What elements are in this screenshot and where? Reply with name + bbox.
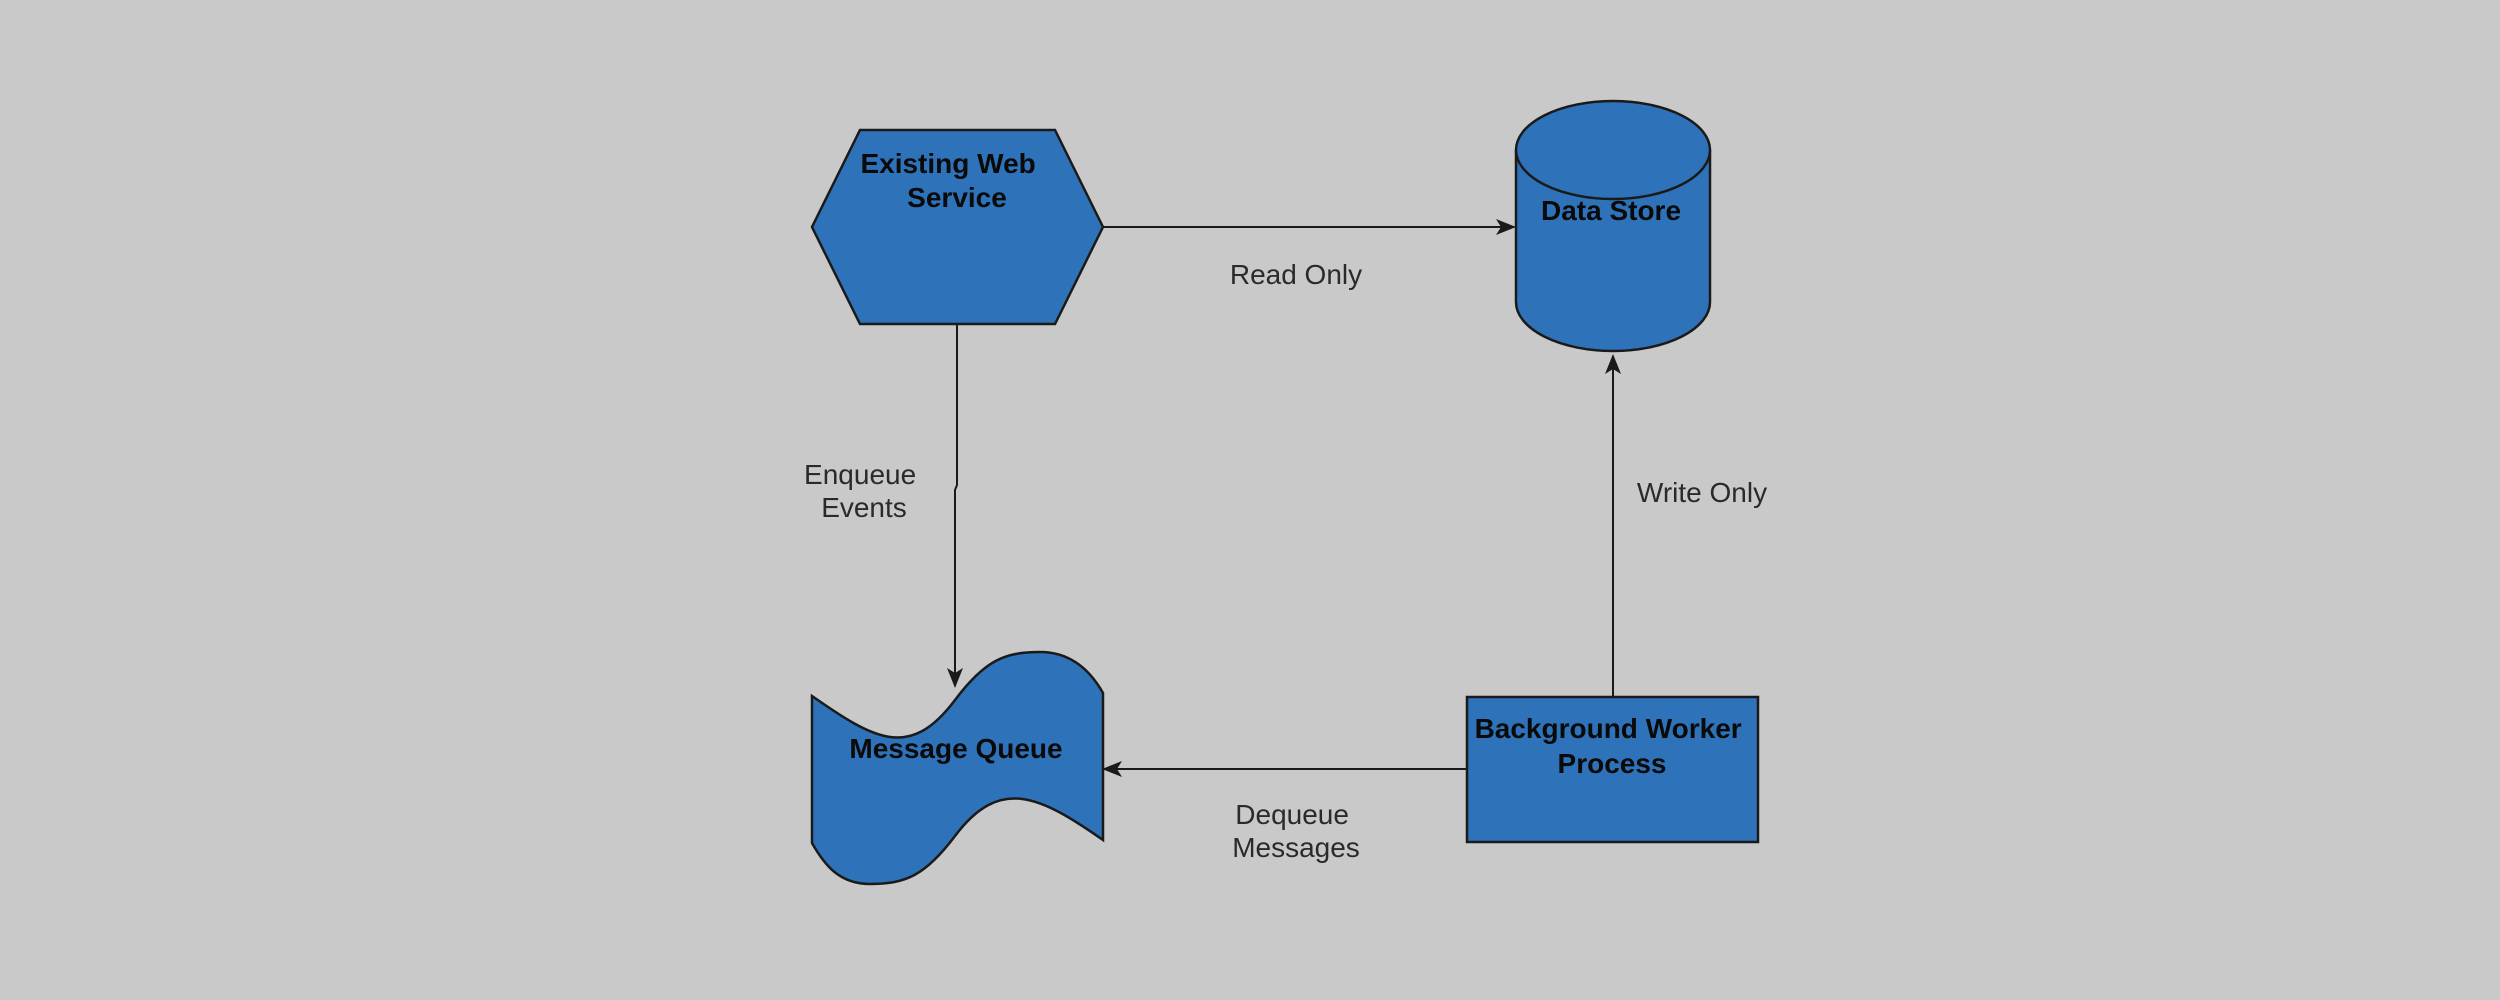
edge-dequeue-messages: Dequeue Messages: [1102, 761, 1467, 863]
node-worker-label-line2: Process: [1558, 748, 1667, 779]
svg-text:Dequeue Messages: Dequeue Messages: [1232, 799, 1360, 863]
cylinder-body-shape: [1514, 150, 1712, 353]
edge-enqueue-events: Enqueue Events: [804, 325, 963, 688]
svg-text:Message Queue: Message Queue: [849, 733, 1062, 764]
node-background-worker[interactable]: Background Worker Process: [1465, 695, 1760, 844]
edge-enqueue-label-line2: Events: [821, 492, 907, 523]
node-worker-label-line1: Background Worker: [1475, 713, 1742, 744]
svg-text:Enqueue Events: Enqueue Events: [804, 459, 924, 523]
node-web-service-label-line1: Existing Web: [860, 148, 1035, 179]
svg-text:Data Store: Data Store: [1541, 195, 1681, 226]
svg-text:Existing Web Service: Existing Web Service: [860, 148, 1043, 213]
rectangle-shape: [1465, 695, 1760, 844]
node-message-queue[interactable]: Message Queue: [810, 650, 1105, 886]
edge-write-only: Write Only: [1605, 354, 1767, 696]
hexagon-shape: [810, 128, 1105, 326]
node-message-queue-label: Message Queue: [849, 733, 1062, 764]
edge-dequeue-label-line1: Dequeue: [1235, 799, 1349, 830]
edge-read-only-label: Read Only: [1230, 259, 1362, 290]
edge-dequeue-label-line2: Messages: [1232, 832, 1360, 863]
svg-text:Background Worker Proces: Background Worker Process: [1475, 713, 1750, 779]
node-data-store[interactable]: Data Store: [1514, 99, 1712, 353]
tape-shape: [810, 650, 1105, 886]
svg-text:Write Only: Write Only: [1637, 477, 1767, 508]
edge-write-only-label: Write Only: [1637, 477, 1767, 508]
node-data-store-label: Data Store: [1541, 195, 1681, 226]
cylinder-top-shape: [1514, 99, 1712, 201]
svg-text:Read Only: Read Only: [1230, 259, 1362, 290]
edge-enqueue-line: [947, 325, 963, 688]
edge-read-only: Read Only: [1103, 219, 1516, 290]
node-web-service-label-line2: Service: [907, 182, 1007, 213]
edge-enqueue-label-line1: Enqueue: [804, 459, 916, 490]
node-existing-web-service[interactable]: Existing Web Service: [810, 128, 1105, 326]
